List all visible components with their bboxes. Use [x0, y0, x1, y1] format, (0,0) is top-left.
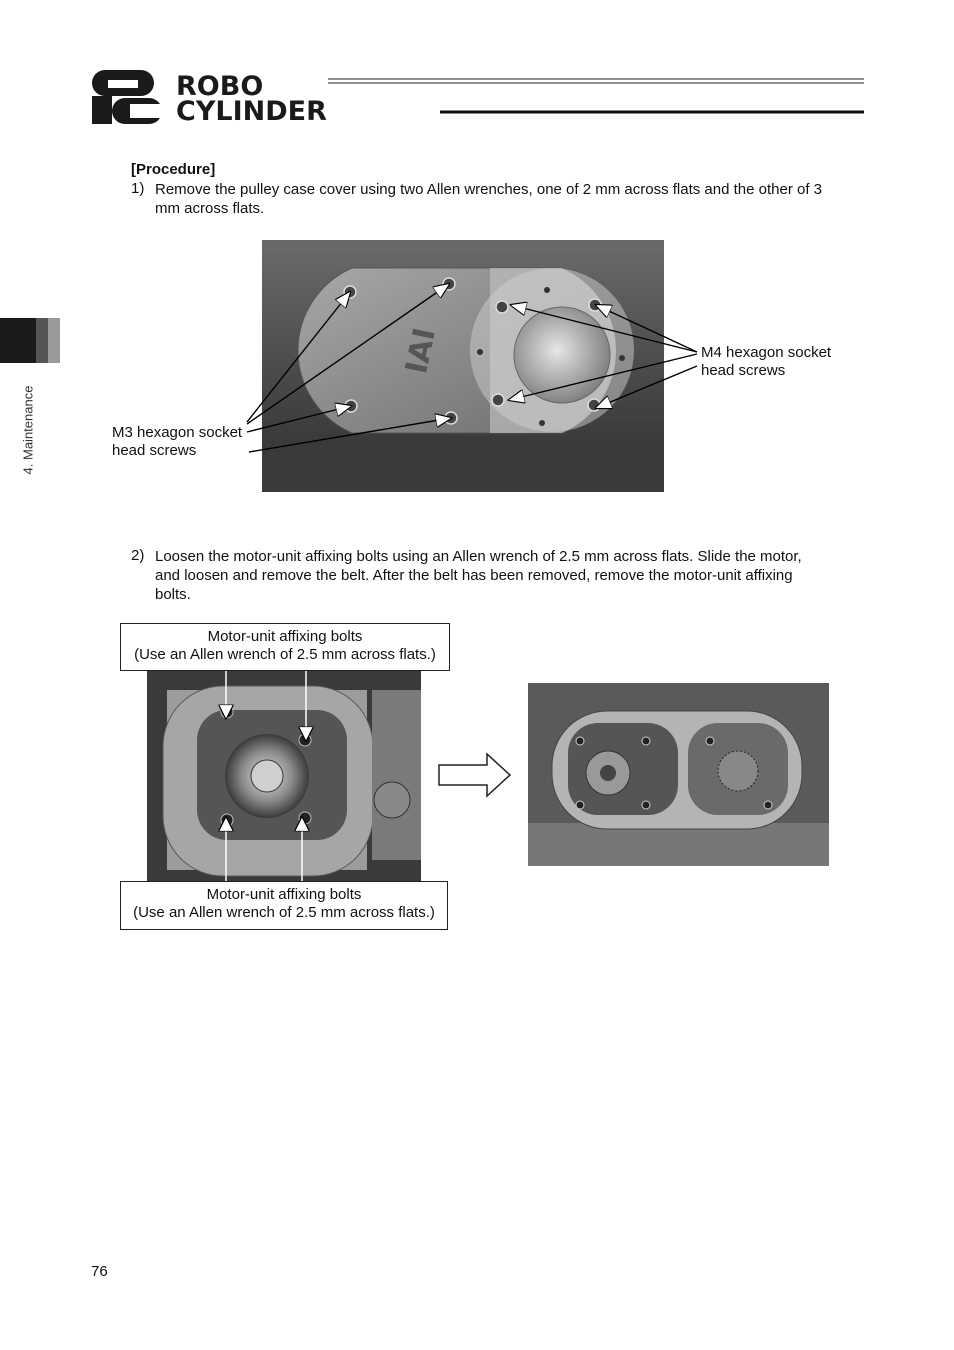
pulley-cover-photo: IAI	[262, 240, 664, 492]
robo-cylinder-logo: ROBO CYLINDER	[92, 70, 864, 127]
chapter-tab-light	[48, 318, 60, 363]
chapter-label: 4. Maintenance	[20, 385, 36, 475]
motor-unit-photo-before	[147, 670, 421, 882]
step2-text: Loosen the motor-unit affixing bolts usi…	[155, 547, 870, 604]
m4-screws-label: M4 hexagon socket head screws	[701, 344, 832, 379]
page-number: 76	[91, 1263, 108, 1280]
m3-screws-label: M3 hexagon socket head screws	[112, 424, 243, 459]
chapter-tab-mid	[36, 318, 48, 363]
chapter-tab-dark	[0, 318, 36, 363]
step1-text: Remove the pulley case cover using two A…	[155, 180, 870, 218]
step2-line3: bolts.	[155, 586, 191, 603]
motor-unit-photo-after	[528, 683, 829, 866]
logo-line1: ROBO	[176, 71, 263, 102]
rc-monogram-icon	[92, 70, 162, 124]
right-arrow-icon	[438, 752, 512, 798]
step1-number: 1)	[131, 180, 145, 197]
step1-line2: mm across flats.	[155, 200, 265, 217]
step2-line2: and loosen and remove the belt. After th…	[155, 567, 793, 584]
step2-number: 2)	[131, 547, 145, 564]
step1-line1: Remove the pulley case cover using two A…	[155, 181, 823, 198]
logo-line2: CYLINDER	[176, 96, 327, 127]
motor-bolts-label-bottom: Motor-unit affixing bolts (Use an Allen …	[120, 881, 448, 930]
motor-bolts-label-top: Motor-unit affixing bolts (Use an Allen …	[120, 623, 450, 671]
step2-line1: Loosen the motor-unit affixing bolts usi…	[155, 548, 802, 565]
procedure-title: [Procedure]	[131, 161, 216, 178]
